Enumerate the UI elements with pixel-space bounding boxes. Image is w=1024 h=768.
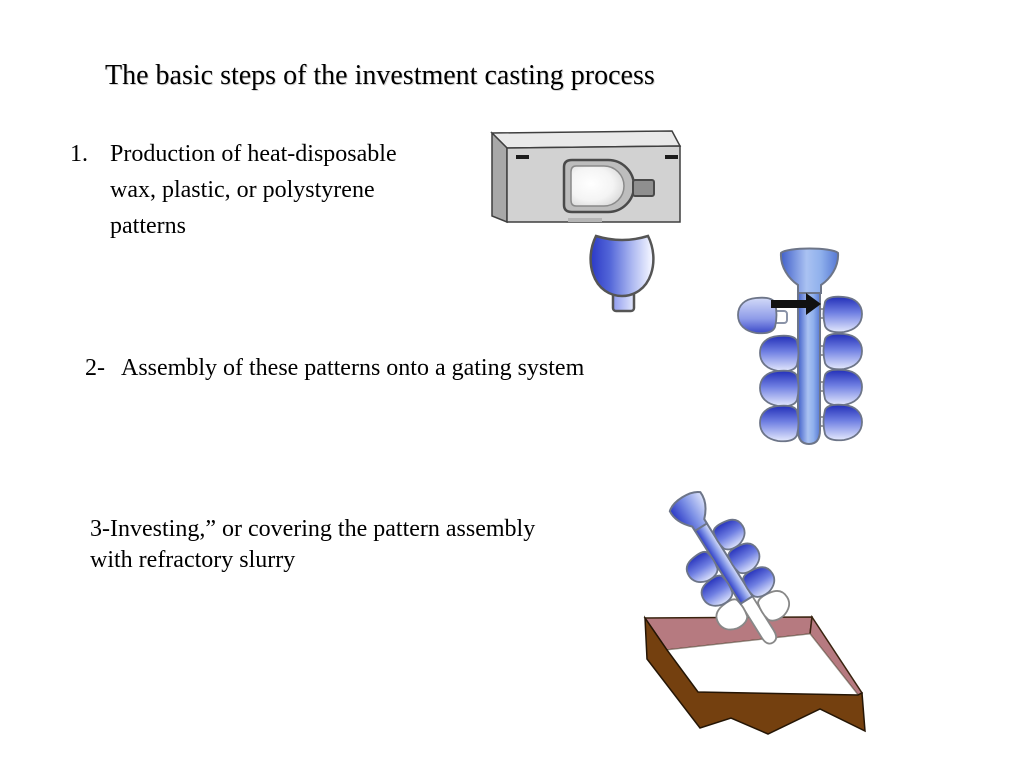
sprue bbox=[797, 289, 821, 446]
tank-body bbox=[644, 615, 866, 735]
gating-system-illustration bbox=[735, 245, 887, 455]
investing-svg bbox=[643, 491, 866, 735]
die-screw-left-icon bbox=[516, 155, 529, 159]
step-1-marker: 1. bbox=[70, 141, 88, 167]
slurry-tank bbox=[643, 614, 866, 735]
step-1-text: Production of heat-disposable wax, plast… bbox=[110, 136, 397, 244]
step-2-marker: 2- bbox=[85, 355, 105, 381]
molded-wax-pattern bbox=[570, 165, 625, 207]
attach-arrow-shaft bbox=[771, 300, 808, 308]
die-illustration-svg bbox=[490, 130, 682, 313]
step-1: 1. Production of heat-disposable wax, pl… bbox=[70, 136, 397, 244]
detached-pattern bbox=[737, 296, 788, 335]
pattern-icon bbox=[822, 403, 863, 442]
die-screw-right-icon bbox=[665, 155, 678, 159]
die-left-face bbox=[491, 131, 508, 224]
step-1-line-1: Production of heat-disposable bbox=[110, 141, 397, 167]
step-3-line-2: with refractory slurry bbox=[90, 547, 296, 573]
left-patterns bbox=[759, 334, 800, 443]
attach-arrow-head bbox=[806, 293, 821, 315]
gating-system-svg bbox=[737, 247, 863, 446]
slide-title: The basic steps of the investment castin… bbox=[105, 60, 655, 91]
pattern-icon bbox=[759, 334, 800, 373]
step-1-line-2: wax, plastic, or polystyrene bbox=[110, 177, 375, 203]
die-bottom-notch bbox=[568, 218, 602, 222]
pattern-icon bbox=[737, 296, 778, 335]
wax-pattern-icon bbox=[589, 234, 655, 313]
step-3: 3-Investing,” or covering the pattern as… bbox=[90, 514, 535, 576]
right-patterns bbox=[822, 295, 863, 442]
step-3-line-1: 3-Investing,” or covering the pattern as… bbox=[90, 516, 536, 542]
pattern-icon bbox=[822, 295, 863, 334]
step-2: 2- Assembly of these patterns onto a gati… bbox=[85, 355, 584, 382]
coated-parts bbox=[710, 584, 796, 645]
pattern-icon bbox=[822, 368, 863, 407]
pouring-cup bbox=[668, 491, 709, 533]
investing-illustration bbox=[628, 482, 896, 760]
pattern-icon bbox=[759, 404, 800, 443]
pouring-cup bbox=[779, 247, 840, 294]
step-2-text: Assembly of these patterns onto a gating… bbox=[121, 355, 585, 381]
dipped-pattern-tree bbox=[668, 491, 796, 645]
die-illustration bbox=[486, 126, 686, 318]
step-1-line-3: patterns bbox=[110, 213, 186, 239]
pattern-icon bbox=[759, 369, 800, 408]
attach-arrow-icon bbox=[771, 293, 821, 315]
wax-pattern-body bbox=[589, 234, 655, 298]
cavity-gate-stub bbox=[632, 179, 655, 197]
die-box bbox=[490, 130, 682, 224]
coated-sprue-end bbox=[736, 590, 778, 645]
pattern-icon bbox=[822, 332, 863, 371]
die-top-face bbox=[490, 130, 682, 149]
